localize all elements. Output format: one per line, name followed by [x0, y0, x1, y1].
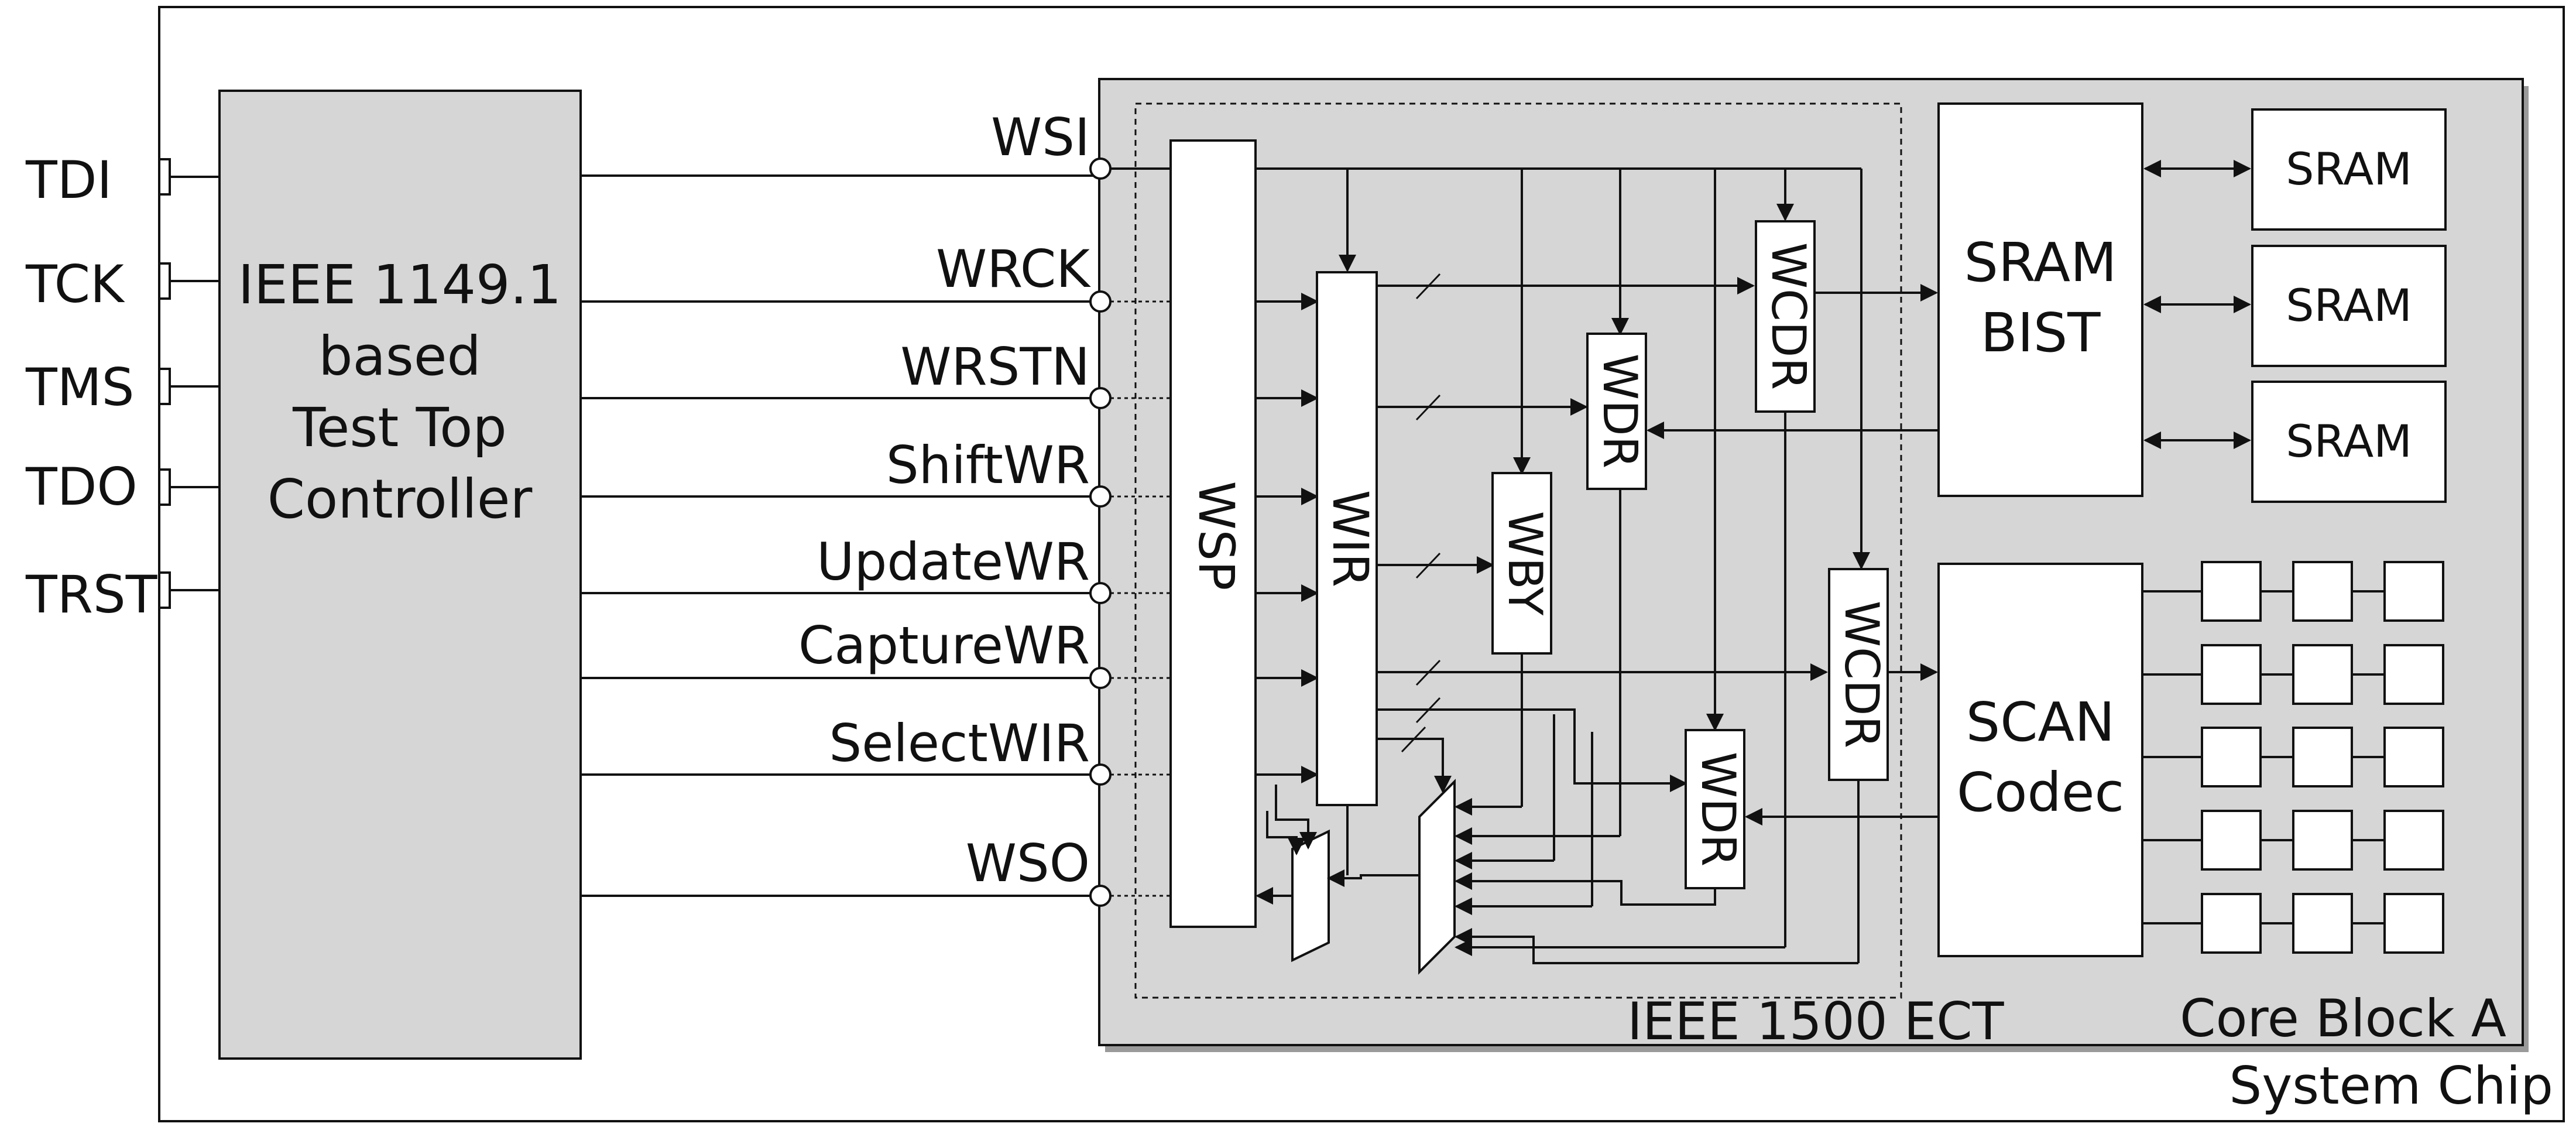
scan-cell [2383, 644, 2444, 705]
wsp-label: WSP [1188, 481, 1245, 590]
wdr-top-block [1586, 333, 1647, 490]
system-chip-label: System Chip [2229, 1056, 2553, 1116]
scan-cell [2383, 893, 2444, 954]
wir-label: WIR [1322, 490, 1379, 587]
sram-bist-line-2: BIST [1981, 302, 2101, 364]
sram-bist-line-1: SRAM [1964, 231, 2117, 294]
wcdr-bottom-block [1828, 568, 1889, 781]
wdr-bottom-label: WDR [1691, 752, 1745, 867]
jtag-pins: TDI TCK TMS TDO TRST [25, 150, 219, 625]
scan-links [1745, 663, 1939, 826]
pin-tdi-label: TDI [25, 150, 112, 210]
signal-wso-label: WSO [966, 833, 1090, 893]
wrapper-signal-lines [581, 174, 1093, 897]
sram-bist-block [1937, 102, 2143, 497]
ieee1500-ect-region [1134, 102, 1902, 999]
core-block-label: Core Block A [2180, 988, 2506, 1049]
scan-codec-line-2: Codec [1957, 761, 2124, 824]
scan-cell [2383, 810, 2444, 871]
scan-chain-grid [2142, 561, 2444, 954]
scan-cell [2201, 644, 2262, 705]
signal-wrck-label: WRCK [936, 239, 1091, 299]
sram-2-label: SRAM [2286, 279, 2412, 331]
wdr-top-label: WDR [1593, 354, 1647, 468]
scan-cell [2292, 644, 2353, 705]
terminal-circles [1089, 157, 1112, 907]
pin-tms [158, 368, 171, 405]
pin-tck-label: TCK [25, 254, 125, 314]
sram-block-3 [2251, 381, 2447, 503]
signal-capturewr-label: CaptureWR [798, 615, 1090, 676]
sram-3-label: SRAM [2286, 415, 2412, 467]
test-top-controller [218, 90, 582, 1060]
sram-block-1 [2251, 108, 2447, 231]
sram-1-label: SRAM [2286, 143, 2412, 195]
wcdr-top-label: WCDR [1761, 242, 1816, 390]
scan-codec-line-1: SCAN [1966, 691, 2115, 754]
signal-wrstn-label: WRSTN [900, 337, 1090, 397]
wcdr-bottom-label: WCDR [1834, 601, 1889, 748]
signal-selectwir-label: SelectWIR [829, 713, 1090, 773]
ect-label: IEEE 1500 ECT [1627, 991, 2005, 1052]
wcdr-top-block [1755, 220, 1816, 413]
sram-links [1647, 160, 2251, 449]
wir-inputs [1256, 293, 1319, 783]
signal-updatewr-label: UpdateWR [817, 532, 1090, 592]
scan-cell [2383, 561, 2444, 622]
scan-cell [2292, 810, 2353, 871]
scan-cell [2383, 727, 2444, 787]
scan-cell [2201, 810, 2262, 871]
data-mux [1418, 779, 1456, 975]
pin-tck [158, 262, 171, 300]
scan-cell [2292, 893, 2353, 954]
wdr-bottom-block [1685, 729, 1745, 889]
scan-cell [2201, 893, 2262, 954]
wso-mux [1291, 829, 1330, 963]
pin-tdo [158, 468, 171, 506]
controller-line-3: Test Top [292, 396, 507, 459]
scan-cell [2292, 727, 2353, 787]
wsp-block [1169, 139, 1257, 928]
wir-block [1316, 271, 1378, 806]
scan-codec-block [1937, 563, 2143, 957]
pin-tdi [158, 158, 171, 196]
scan-cell [2201, 727, 2262, 787]
mux-connections [1256, 412, 1860, 964]
controller-line-1: IEEE 1149.1 [238, 254, 562, 316]
controller-line-4: Controller [267, 468, 533, 530]
wir-outputs [1377, 273, 1828, 793]
pin-tms-label: TMS [25, 357, 135, 417]
scan-cell [2201, 561, 2262, 622]
signal-wsi-label: WSI [991, 107, 1090, 167]
sram-block-2 [2251, 245, 2447, 367]
signal-shiftwr-label: ShiftWR [886, 435, 1090, 495]
pin-tdo-label: TDO [25, 457, 138, 517]
scan-cell [2292, 561, 2353, 622]
wby-label: WBY [1498, 511, 1552, 617]
pin-trst [158, 571, 171, 609]
controller-line-2: based [318, 325, 481, 388]
pin-trst-label: TRST [25, 564, 158, 625]
wby-block [1491, 472, 1552, 655]
